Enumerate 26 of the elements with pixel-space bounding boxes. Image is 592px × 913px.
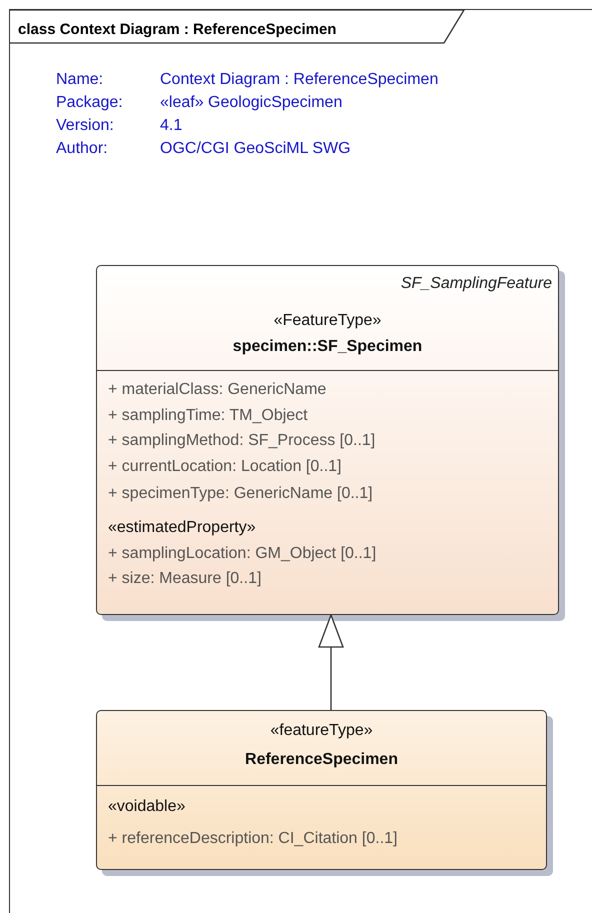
property-label: Name:	[56, 70, 104, 90]
attribute: + size: Measure [0..1]	[108, 569, 262, 589]
diagram-frame	[9, 9, 592, 913]
generalization-arrow	[318, 614, 344, 710]
property-value: Context Diagram : ReferenceSpecimen	[160, 70, 438, 90]
property-value: 4.1	[160, 116, 182, 136]
attribute: + samplingLocation: GM_Object [0..1]	[108, 544, 376, 564]
class-name: ReferenceSpecimen	[244, 750, 399, 770]
class-name: specimen::SF_Specimen	[232, 337, 424, 357]
attribute: + samplingTime: TM_Object	[108, 406, 308, 426]
stereotype: «FeatureType»	[272, 311, 382, 331]
property-value: «leaf» GeologicSpecimen	[160, 93, 342, 113]
property-label: Version:	[56, 116, 114, 136]
property-value: OGC/CGI GeoSciML SWG	[160, 139, 351, 159]
property-label: Package:	[56, 93, 123, 113]
attribute: + materialClass: GenericName	[108, 380, 326, 400]
attribute: + currentLocation: Location [0..1]	[108, 457, 342, 477]
attribute: + specimenType: GenericName [0..1]	[108, 484, 373, 504]
attribute: + referenceDescription: CI_Citation [0..1]	[108, 829, 398, 849]
attribute: + samplingMethod: SF_Process [0..1]	[108, 431, 376, 451]
property-label: Author:	[56, 139, 108, 159]
frame-title: class Context Diagram : ReferenceSpecimen	[18, 20, 336, 40]
stereotype: «featureType»	[269, 721, 374, 741]
parent-class-name: SF_SamplingFeature	[400, 274, 552, 294]
stereotype: «estimatedProperty»	[108, 518, 256, 538]
stereotype: «voidable»	[108, 797, 186, 817]
